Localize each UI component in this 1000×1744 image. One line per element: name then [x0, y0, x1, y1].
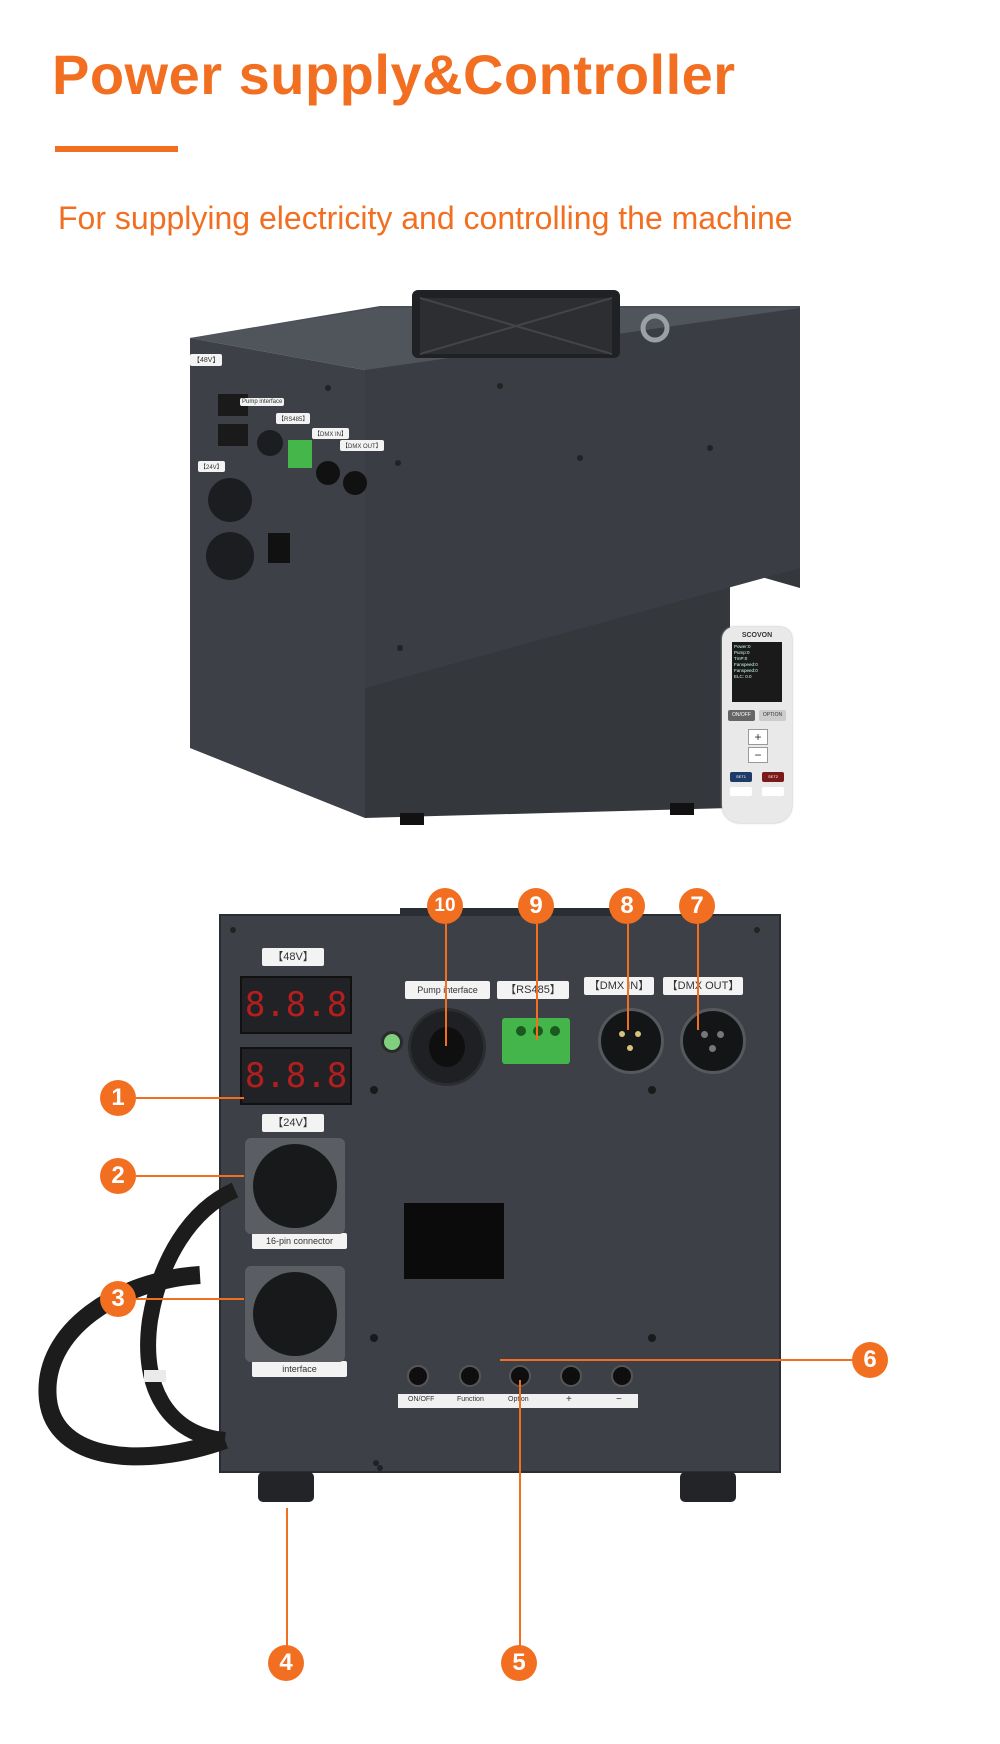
button-label-option: Option: [508, 1396, 529, 1403]
remote-menu-item: Power:0: [734, 644, 751, 649]
callout-3: 3: [100, 1281, 136, 1317]
panel-button-function[interactable]: [459, 1365, 481, 1387]
button-label-function: Function: [457, 1396, 484, 1403]
remote-screen: Power:0 Pump:0 TmP:0 Fanspeed:0 Fanspeed…: [732, 642, 782, 702]
callout-leader-4: [286, 1508, 288, 1646]
label-24v-small: 【24V】: [198, 461, 225, 472]
callout-9: 9: [518, 888, 554, 924]
callout-7: 7: [679, 888, 715, 924]
label-48v-small: 【48V】: [190, 354, 223, 366]
page-subtitle: For supplying electricity and controllin…: [58, 200, 793, 236]
front-panel-photo: 8.8.8 8.8.8 【48V】 【24V】 Pump interface 【…: [0, 880, 1000, 1600]
product-photo-angled: 【48V】 Pump interface 【RS485】 【DMX IN】 【D…: [150, 268, 810, 828]
remote-brand: SCOVON: [741, 632, 773, 639]
dmx-out-xlr-connector[interactable]: [680, 1008, 746, 1074]
callout-2: 2: [100, 1158, 136, 1194]
dmx-in-xlr-connector[interactable]: [598, 1008, 664, 1074]
rs485-terminal[interactable]: [502, 1018, 570, 1064]
remote-menu-item: ELC: 0.0: [734, 674, 752, 679]
remote-menu-item: TmP:0: [734, 656, 748, 661]
title-underline: [55, 146, 178, 152]
page-title: Power supply&Controller: [52, 43, 736, 106]
callout-leader-3: [136, 1298, 244, 1300]
callout-4: 4: [268, 1645, 304, 1681]
display-digits: 8.8.8: [244, 1056, 348, 1096]
callout-leader-10: [445, 924, 447, 1046]
label-16-pin-connector: 16-pin connector: [252, 1233, 347, 1249]
panel-button-minus[interactable]: [611, 1365, 633, 1387]
remote-key[interactable]: [730, 787, 752, 796]
remote-on-off-button[interactable]: ON/OFF: [728, 710, 755, 721]
label-pump-interface: Pump interface: [405, 981, 490, 999]
label-dmx-in-small: 【DMX IN】: [312, 428, 350, 439]
callout-leader-6: [500, 1359, 852, 1361]
button-label-minus: −: [616, 1394, 622, 1405]
label-rs485: 【RS485】: [497, 981, 569, 999]
label-24v: 【24V】: [262, 1114, 324, 1132]
ir-receiver-window: [404, 1203, 504, 1279]
label-interface: interface: [252, 1361, 347, 1377]
power-box-illustration: [190, 290, 800, 825]
remote-control: SCOVON Power:0 Pump:0 TmP:0 Fanspeed:0 F…: [722, 627, 792, 823]
remote-menu-item: Pump:0: [734, 650, 750, 655]
callout-leader-9: [536, 924, 538, 1040]
callout-leader-8: [627, 924, 629, 1030]
pump-interface-connector[interactable]: [408, 1008, 486, 1086]
remote-set2-button[interactable]: SET2: [762, 772, 784, 782]
callout-1: 1: [100, 1080, 136, 1116]
callout-5: 5: [501, 1645, 537, 1681]
remote-minus-button[interactable]: −: [748, 747, 768, 763]
display-digits: 8.8.8: [244, 985, 348, 1025]
callout-6: 6: [852, 1342, 888, 1378]
sixteen-pin-connector[interactable]: [245, 1138, 345, 1234]
callout-leader-5: [519, 1380, 521, 1646]
button-label-plus: +: [566, 1394, 572, 1405]
button-label-strip: [398, 1394, 638, 1408]
remote-menu-item: Fanspeed:0: [734, 662, 758, 667]
label-rs485-small: 【RS485】: [276, 413, 311, 424]
callout-8: 8: [609, 888, 645, 924]
button-label-on-off: ON/OFF: [408, 1396, 435, 1403]
label-dmx-in: 【DMX IN】: [584, 977, 654, 995]
callout-leader-7: [697, 924, 699, 1030]
status-led: [381, 1031, 403, 1053]
label-dmx-out-small: 【DMX OUT】: [340, 440, 384, 451]
remote-key[interactable]: [762, 787, 784, 796]
panel-button-on-off[interactable]: [407, 1365, 429, 1387]
label-48v: 【48V】: [262, 948, 324, 966]
interface-connector[interactable]: [245, 1266, 345, 1362]
remote-set1-button[interactable]: SET1: [730, 772, 752, 782]
voltage-display-24v: 8.8.8: [240, 1047, 352, 1105]
callout-leader-2: [136, 1175, 244, 1177]
label-pump-small: Pump interface: [240, 398, 285, 406]
panel-button-plus[interactable]: [560, 1365, 582, 1387]
remote-plus-button[interactable]: +: [748, 729, 768, 745]
remote-option-button[interactable]: OPTION: [759, 710, 786, 721]
remote-menu-item: Fanspeed:0: [734, 668, 758, 673]
callout-10: 10: [427, 888, 463, 924]
callout-leader-1: [136, 1097, 244, 1099]
voltage-display-48v: 8.8.8: [240, 976, 352, 1034]
label-dmx-out: 【DMX OUT】: [663, 977, 743, 995]
